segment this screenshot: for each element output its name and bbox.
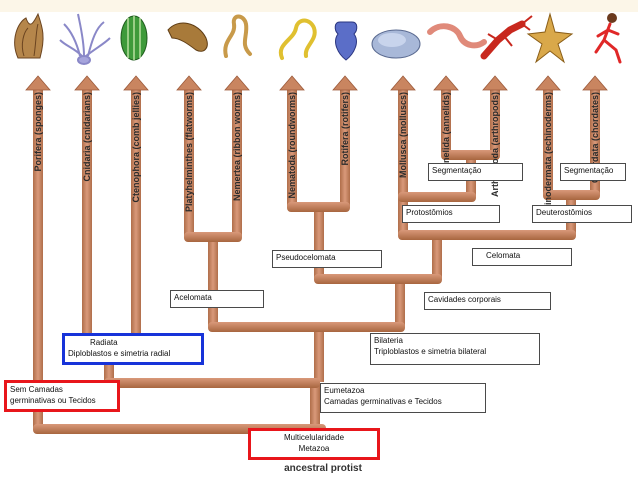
phylum-cnidaria: Cnidaria (cnidarians): [81, 92, 92, 182]
phylum-platyhelminthes: Platyhelminthes (flatworms): [183, 92, 194, 213]
comb-jelly-icon: [120, 15, 148, 61]
tree-branches: [33, 88, 600, 458]
annelid-icon: [427, 23, 487, 49]
eumetazoa-title: Eumetazoa: [324, 386, 365, 395]
pseudocelomata-label: Pseudocelomata: [272, 250, 382, 268]
eumetazoa-desc: Camadas germinativas e Tecidos: [324, 397, 442, 406]
bilateria-desc: Triploblastos e simetria bilateral: [374, 347, 487, 356]
segmentacao-label-deuterostome: Segmentação: [560, 163, 626, 181]
phylum-ctenophora: Ctenophora (comb jellies): [130, 92, 141, 203]
sem-camadas-line1: Sem Camadas: [10, 385, 63, 394]
sem-camadas-box: Sem Camadas germinativas ou Tecidos: [4, 380, 120, 412]
phylum-nemertea: Nemertea (ribbon worms): [231, 92, 242, 202]
radiata-box: Radiata Diploblastos e simetria radial: [62, 333, 204, 365]
branch-arrowheads: [25, 75, 608, 91]
protostomios-label: Protostômios: [402, 205, 500, 223]
ribbon-worm-icon: [223, 14, 252, 58]
roundworm-icon: [278, 18, 317, 60]
phylum-rotifera: Rotifera (rotifers): [339, 92, 350, 166]
arthropod-icon: [480, 15, 533, 60]
sem-camadas-line2: germinativas ou Tecidos: [10, 396, 96, 405]
chordate-icon: [594, 13, 622, 64]
cnidarian-icon: [59, 13, 111, 65]
sponge-icon: [14, 12, 44, 59]
rotifer-icon: [334, 21, 358, 61]
top-band: [0, 0, 638, 12]
eumetazoa-box: Eumetazoa Camadas germinativas e Tecidos: [320, 383, 486, 413]
multicelularidade-title: Multicelularidade: [283, 433, 345, 442]
ancestral-protist-label: ancestral protist: [284, 463, 362, 474]
metazoa-label: Metazoa: [298, 444, 330, 453]
flatworm-icon: [167, 22, 208, 52]
multicelularidade-box: Multicelularidade Metazoa: [248, 428, 380, 460]
mollusc-icon: [371, 29, 421, 59]
bilateria-title: Bilateria: [374, 336, 403, 345]
radiata-title: Radiata: [90, 338, 118, 347]
segmentacao-label-protostome: Segmentação: [428, 163, 523, 181]
phylum-nematoda: Nematoda (roundworms): [286, 92, 297, 199]
echinoderm-icon: [526, 12, 574, 64]
cavidades-corporais-label: Cavidades corporais: [424, 292, 551, 310]
deuterostomios-label: Deuterostômios: [532, 205, 632, 223]
celomata-label: Celomata: [472, 248, 572, 266]
acelomata-label: Acelomata: [170, 290, 264, 308]
tree-crossbars: [33, 150, 600, 434]
bilateria-box: Bilateria Triploblastos e simetria bilat…: [370, 333, 540, 365]
radiata-desc: Diploblastos e simetria radial: [68, 349, 171, 358]
phylum-porifera: Porifera (sponges): [32, 92, 43, 172]
